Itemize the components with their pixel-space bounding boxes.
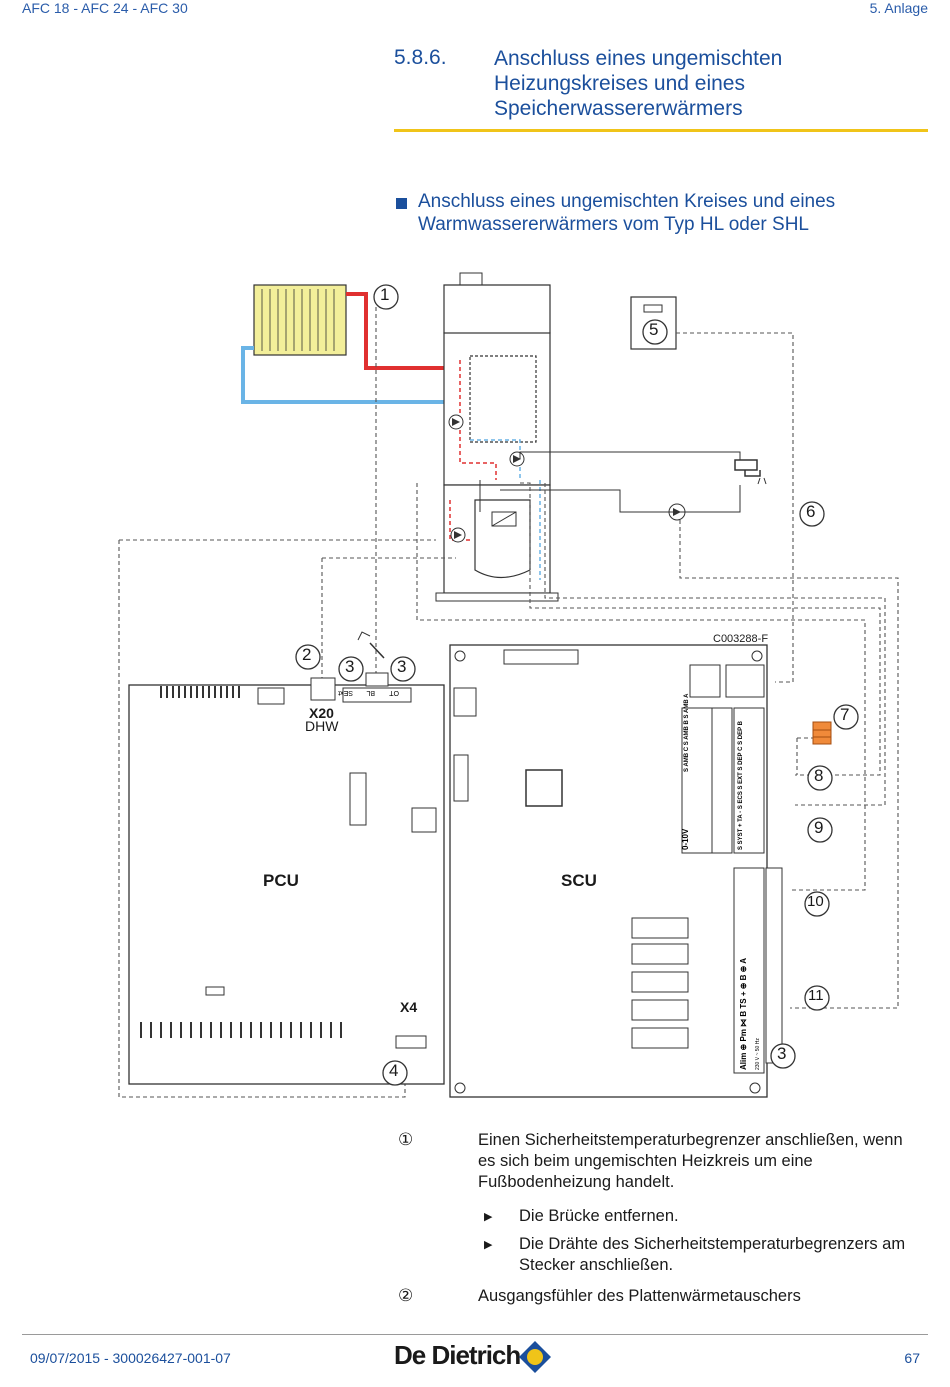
wiring-diagram: SExt BL OT bbox=[118, 272, 899, 1098]
svg-text:230 V ~ 50 Hz: 230 V ~ 50 Hz bbox=[755, 1038, 761, 1070]
svg-text:SExt: SExt bbox=[338, 689, 353, 696]
pcu-label: PCU bbox=[263, 871, 299, 890]
scu-board: 0-10V S AMB C S AMB B S AMB A S SYST + T… bbox=[449, 644, 783, 1098]
legend-num-2: ② bbox=[398, 1286, 414, 1305]
dhw-label: DHW bbox=[305, 718, 339, 734]
legend-num-1: ① bbox=[398, 1130, 414, 1149]
brand-logo: De Dietrich bbox=[394, 1340, 521, 1370]
legend-text-1: Einen Sicherheitstemperaturbegrenzer ans… bbox=[478, 1131, 903, 1191]
callout-9: 9 bbox=[814, 818, 824, 837]
pcu-board: SExt BL OT bbox=[128, 672, 445, 1085]
subsection-title: Anschluss eines ungemischten Kreises und… bbox=[418, 191, 836, 235]
legend-step-1: Die Brücke entfernen. bbox=[519, 1207, 679, 1225]
callout-10: 10 bbox=[807, 893, 824, 910]
tap-icon bbox=[734, 459, 767, 485]
page-number: 67 bbox=[904, 1350, 920, 1366]
header-chapter: 5. Anlage bbox=[869, 0, 928, 16]
svg-text:BL: BL bbox=[366, 689, 375, 696]
callout-1: 1 bbox=[380, 285, 390, 304]
svg-text:S SYST + TA - S ECS S EX: S SYST + TA - S ECS S EXT S DEP C S DEP … bbox=[738, 720, 744, 850]
header-doc-title: AFC 18 - AFC 24 - AFC 30 bbox=[22, 0, 188, 16]
svg-text:OT: OT bbox=[389, 689, 399, 696]
x4-label: X4 bbox=[400, 999, 418, 1015]
callout-4: 4 bbox=[389, 1061, 399, 1080]
callout-2: 2 bbox=[302, 645, 312, 664]
legend-text-2: Ausgangsfühler des Plattenwärmetauschers bbox=[478, 1287, 801, 1305]
legend-step-2: Die Drähte des Sicherheitstemperaturbegr… bbox=[519, 1235, 906, 1274]
step-arrow-icon: ▶ bbox=[484, 1211, 493, 1223]
callout-7: 7 bbox=[840, 705, 850, 724]
callout-11: 11 bbox=[808, 987, 824, 1004]
svg-text:Alim ⊕ Pm ⋈ B: Alim ⊕ Pm ⋈ B TS + ⊕ B ⊕ A bbox=[739, 958, 748, 1070]
section-title: Anschluss eines ungemischten Heizungskre… bbox=[494, 47, 783, 120]
diagram-code: C003288-F bbox=[713, 633, 769, 645]
callout-3b: 3 bbox=[397, 657, 407, 676]
section-number: 5.8.6. bbox=[394, 46, 447, 69]
footer-doc-ref: 09/07/2015 - 300026427-001-07 bbox=[30, 1350, 231, 1366]
section-rule bbox=[394, 129, 928, 132]
boiler-unit bbox=[435, 272, 559, 602]
callout-3c: 3 bbox=[777, 1044, 787, 1063]
scu-label: SCU bbox=[561, 871, 597, 890]
callout-6: 6 bbox=[806, 502, 816, 521]
callout-8: 8 bbox=[814, 766, 824, 785]
fuse-icon bbox=[812, 721, 832, 745]
callout-5: 5 bbox=[649, 320, 659, 339]
footer-rule bbox=[22, 1334, 928, 1335]
x20-label: X20 bbox=[309, 705, 334, 721]
svg-text:S AMB C S AMB B S AMB A: S AMB C S AMB B S AMB A bbox=[684, 693, 690, 772]
svg-text:0-10V: 0-10V bbox=[681, 828, 690, 850]
brand-logo-mark-icon bbox=[519, 1341, 551, 1373]
callout-3a: 3 bbox=[345, 657, 355, 676]
step-arrow-icon: ▶ bbox=[484, 1239, 493, 1251]
subsection-bullet-icon bbox=[396, 198, 407, 209]
radiator-icon bbox=[253, 284, 347, 356]
